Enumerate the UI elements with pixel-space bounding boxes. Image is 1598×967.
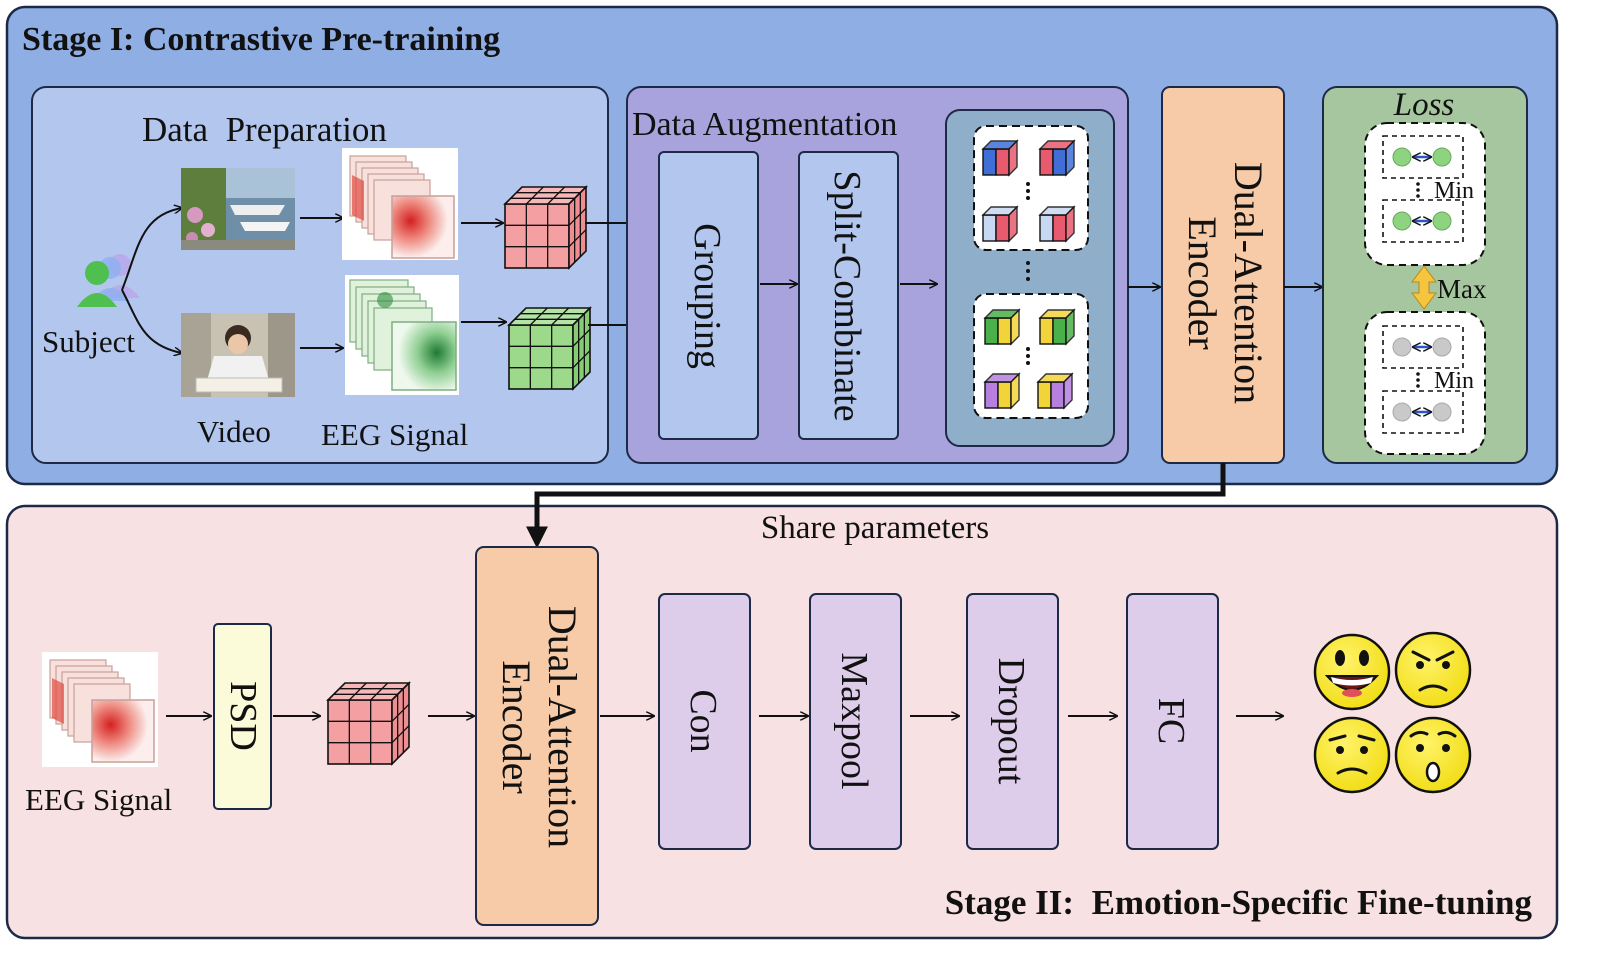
grouping-label: Grouping [686,223,728,369]
loss-pair-box-3 [1382,325,1464,369]
grouping-block [658,151,759,440]
cube-icon-red-stage2 [326,681,411,766]
subject-icon [77,254,140,307]
cube-icon-red [503,185,588,270]
eeg-signal-label-stage2: EEG Signal [25,782,172,817]
fc-label: FC [1150,698,1192,744]
fc-block [1126,593,1219,850]
dropout-block [966,593,1059,850]
video-thumbnail-top [181,168,295,250]
dropout-label: Dropout [990,658,1032,785]
share-parameters-connector [526,463,1226,549]
loss-min-label-bottom: Min [1434,368,1474,394]
encoder-stage2-label-line2: Encoder [494,660,539,793]
loss-min-label-top: Min [1434,178,1474,204]
max-arrow-icon [1411,265,1437,310]
encoder-stage1-label-line1: Dual-Attention [1226,162,1271,404]
maxpool-block [809,593,902,850]
split-combinate-label: Split-Combinate [826,170,868,421]
video-thumbnail-bottom [181,313,295,397]
stage2-title: Stage II: Emotion-Specific Fine-tuning [945,883,1533,922]
con-label: Con [682,689,724,752]
encoder-stage1-label-line2: Encoder [1180,216,1225,349]
eeg-stack-red [349,155,455,259]
con-block [658,593,751,850]
share-parameters-label: Share parameters [761,510,989,546]
subject-arrow-top [121,208,182,291]
stage1-title: Stage I: Contrastive Pre-training [22,21,500,58]
mini-cube-set [981,139,1076,410]
subject-label: Subject [42,324,135,359]
data-preparation-panel [31,86,609,464]
encoder-stage2-label-line1: Dual-Attention [540,606,585,848]
eeg-stack-green [349,279,457,391]
psd-label: PSD [222,681,264,751]
loss-negative-pairs [1392,337,1452,422]
psd-block [213,623,272,810]
eeg-signal-label-stage1: EEG Signal [321,417,468,452]
loss-max-label: Max [1437,274,1487,304]
eeg-stack-red-stage2 [49,659,155,763]
loss-pair-box-4 [1382,390,1464,434]
loss-positive-pairs [1392,147,1452,231]
subject-arrow-bottom [121,289,182,353]
dual-attention-encoder-stage2 [475,546,599,926]
emoji-angry-icon [1394,631,1472,709]
data-preparation-title: Data Preparation [142,110,387,149]
split-combinate-block [798,151,899,440]
loss-pair-box-2 [1382,199,1464,243]
emoji-worried-icon [1313,716,1391,794]
data-augmentation-title: Data Augmentation [632,106,897,143]
emoji-surprised-icon [1394,716,1472,794]
ellipsis-dots [1026,182,1030,365]
loss-title: Loss [1393,87,1455,123]
video-label: Video [197,414,271,449]
cube-icon-green [507,306,592,391]
maxpool-label: Maxpool [833,652,875,789]
loss-pair-box-1 [1382,135,1464,179]
emoji-happy-icon [1313,633,1391,711]
